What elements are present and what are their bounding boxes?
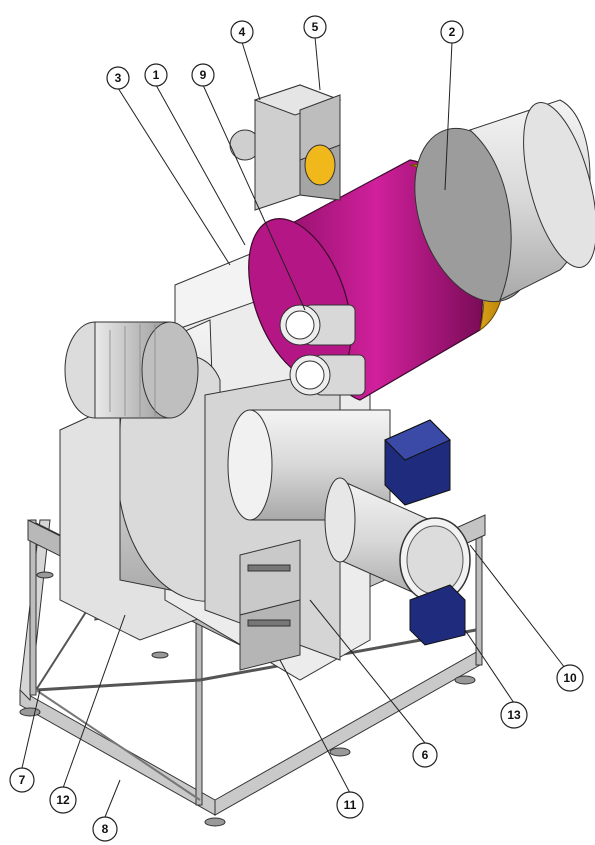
callout-12-label: 12 — [56, 793, 70, 807]
leader-lines — [21, 36, 566, 818]
callout-3-label: 3 — [115, 71, 122, 85]
callout-6-label: 6 — [422, 748, 429, 762]
callout-11-label: 11 — [344, 798, 357, 812]
inspection-flange — [399, 517, 471, 603]
callout-5: 5 — [303, 15, 327, 39]
callout-13-label: 13 — [507, 708, 521, 722]
callout-10: 10 — [556, 664, 584, 692]
callout-11: 11 — [336, 791, 364, 819]
callout-9-label: 9 — [200, 68, 207, 82]
gas-valve-train — [229, 84, 342, 211]
gas-valve-actuator — [409, 584, 466, 646]
callout-2: 2 — [440, 20, 464, 44]
callout-8: 8 — [92, 816, 118, 842]
callout-8-label: 8 — [102, 822, 109, 836]
callout-12: 12 — [49, 786, 77, 814]
callout-9: 9 — [191, 63, 215, 87]
callout-7-label: 7 — [19, 773, 26, 787]
blower-motor — [64, 321, 199, 419]
callout-4: 4 — [230, 20, 254, 44]
boiler-tube — [414, 99, 595, 303]
pressure-gauges — [279, 304, 366, 396]
callout-10-label: 10 — [563, 671, 577, 685]
callout-5-label: 5 — [312, 20, 319, 34]
air-damper-actuator — [384, 419, 451, 506]
callout-1-label: 1 — [153, 68, 160, 82]
callout-2-label: 2 — [449, 25, 456, 39]
callout-3: 3 — [106, 66, 130, 90]
callout-7: 7 — [9, 767, 35, 793]
callout-13: 13 — [500, 701, 528, 729]
callout-1: 1 — [144, 63, 168, 87]
callout-6: 6 — [412, 742, 438, 768]
control-panel — [239, 539, 301, 671]
callout-4-label: 4 — [239, 25, 246, 39]
